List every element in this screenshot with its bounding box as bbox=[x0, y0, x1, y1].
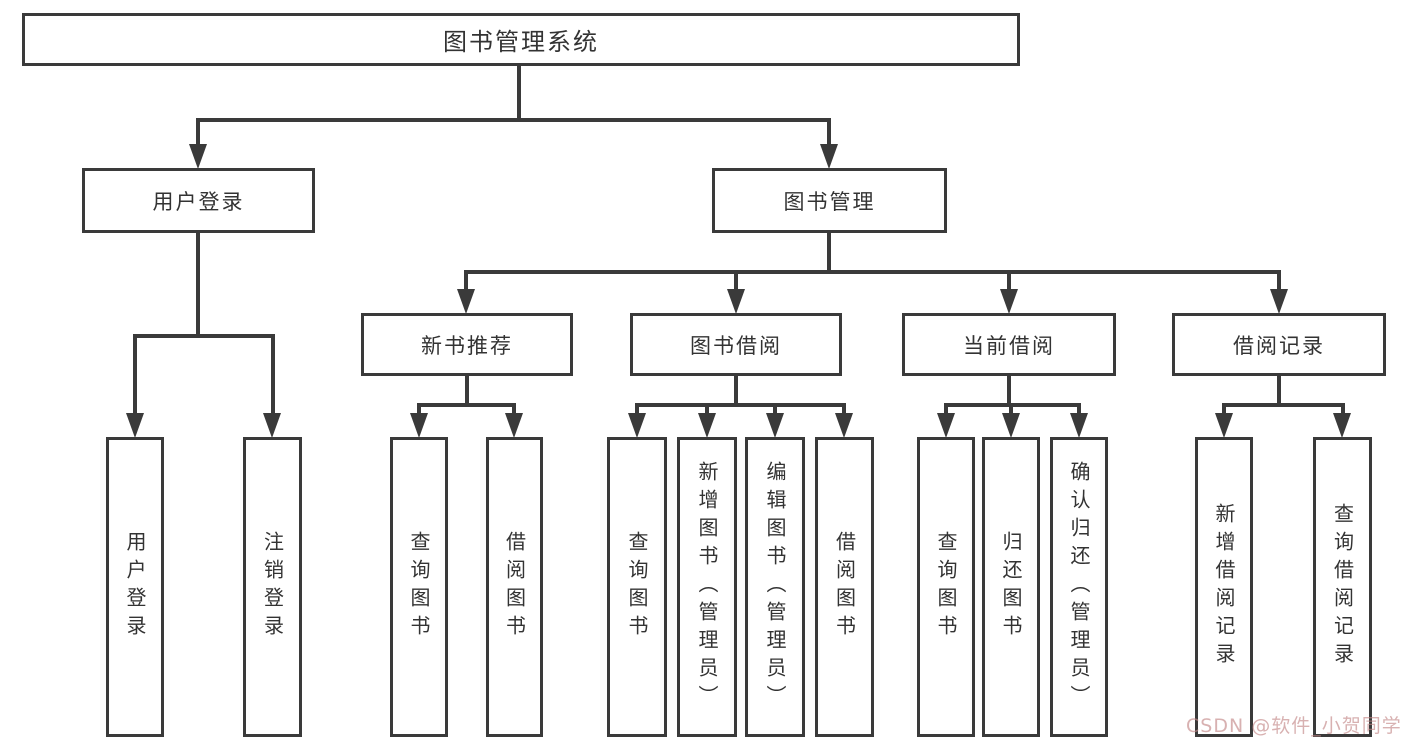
leaf-label: 新增图书（管理员） bbox=[695, 461, 719, 713]
node-book-management: 图书管理 bbox=[712, 168, 947, 233]
leaf-label: 借阅图书 bbox=[502, 531, 527, 643]
leaf-label: 查询图书 bbox=[625, 531, 649, 643]
leaf-label: 借阅图书 bbox=[832, 531, 857, 643]
connector-line bbox=[827, 118, 831, 146]
leaf-label: 注销登录 bbox=[260, 531, 285, 643]
connector-line bbox=[1009, 403, 1013, 416]
arrowhead-down-icon bbox=[698, 413, 716, 438]
connector-line bbox=[1222, 403, 1226, 416]
connector-line bbox=[827, 231, 831, 272]
arrowhead-down-icon bbox=[263, 413, 281, 438]
arrowhead-down-icon bbox=[505, 413, 523, 438]
arrowhead-down-icon bbox=[410, 413, 428, 438]
leaf-confirm-return-admin: 确认归还（管理员） bbox=[1050, 437, 1108, 737]
node-library-system: 图书管理系统 bbox=[22, 13, 1020, 66]
leaf-query-books-current: 查询图书 bbox=[917, 437, 975, 737]
arrowhead-down-icon bbox=[628, 413, 646, 438]
arrowhead-down-icon bbox=[820, 144, 838, 169]
connector-line bbox=[1077, 403, 1081, 416]
arrowhead-down-icon bbox=[126, 413, 144, 438]
leaf-query-books-recommend: 查询图书 bbox=[390, 437, 448, 737]
node-book-borrowing: 图书借阅 bbox=[630, 313, 842, 376]
leaf-label: 编辑图书（管理员） bbox=[763, 461, 787, 713]
leaf-label: 查询图书 bbox=[934, 531, 958, 643]
arrowhead-down-icon bbox=[1270, 289, 1288, 314]
connector-line bbox=[196, 231, 200, 337]
arrowhead-down-icon bbox=[835, 413, 853, 438]
connector-line bbox=[705, 403, 709, 416]
leaf-label: 确认归还（管理员） bbox=[1067, 461, 1091, 713]
connector-line bbox=[1007, 374, 1011, 405]
connector-line bbox=[133, 334, 137, 414]
leaf-label: 查询图书 bbox=[407, 531, 431, 643]
leaf-label: 用户登录 bbox=[123, 531, 147, 643]
connector-line bbox=[635, 403, 639, 416]
connector-line bbox=[1222, 403, 1345, 407]
connector-line bbox=[417, 403, 421, 416]
arrowhead-down-icon bbox=[1002, 413, 1020, 438]
arrowhead-down-icon bbox=[457, 289, 475, 314]
connector-line bbox=[635, 403, 846, 407]
connector-line bbox=[271, 334, 275, 414]
arrowhead-down-icon bbox=[937, 413, 955, 438]
connector-line bbox=[1007, 270, 1011, 290]
connector-line bbox=[133, 334, 275, 338]
arrowhead-down-icon bbox=[1000, 289, 1018, 314]
node-current-borrowing: 当前借阅 bbox=[902, 313, 1116, 376]
arrowhead-down-icon bbox=[1070, 413, 1088, 438]
connector-line bbox=[1277, 270, 1281, 290]
connector-line bbox=[464, 270, 468, 290]
leaf-label: 查询借阅记录 bbox=[1330, 503, 1355, 671]
leaf-borrow-books-recommend: 借阅图书 bbox=[486, 437, 543, 737]
connector-line bbox=[512, 403, 516, 416]
arrowhead-down-icon bbox=[727, 289, 745, 314]
connector-line bbox=[1341, 403, 1345, 416]
connector-line bbox=[734, 270, 738, 290]
node-user-login: 用户登录 bbox=[82, 168, 315, 233]
connector-line bbox=[734, 374, 738, 405]
arrowhead-down-icon bbox=[766, 413, 784, 438]
leaf-borrow-books: 借阅图书 bbox=[815, 437, 874, 737]
connector-line bbox=[417, 403, 516, 407]
connector-line bbox=[842, 403, 846, 416]
leaf-label: 归还图书 bbox=[999, 531, 1023, 643]
connector-line bbox=[1277, 374, 1281, 405]
leaf-return-books: 归还图书 bbox=[982, 437, 1040, 737]
leaf-add-books-admin: 新增图书（管理员） bbox=[677, 437, 737, 737]
connector-line bbox=[773, 403, 777, 416]
connector-line bbox=[196, 118, 200, 146]
node-new-book-recommend: 新书推荐 bbox=[361, 313, 573, 376]
connector-line bbox=[517, 63, 521, 122]
connector-line bbox=[464, 270, 1281, 274]
arrowhead-down-icon bbox=[189, 144, 207, 169]
leaf-label: 新增借阅记录 bbox=[1212, 503, 1236, 671]
connector-line bbox=[196, 118, 831, 122]
connector-line bbox=[944, 403, 948, 416]
leaf-edit-books-admin: 编辑图书（管理员） bbox=[745, 437, 805, 737]
arrowhead-down-icon bbox=[1215, 413, 1233, 438]
watermark: CSDN @软件_小贺同学 bbox=[1186, 715, 1402, 737]
leaf-add-borrow-record: 新增借阅记录 bbox=[1195, 437, 1253, 737]
connector-line bbox=[465, 374, 469, 405]
leaf-query-borrow-record: 查询借阅记录 bbox=[1313, 437, 1372, 737]
arrowhead-down-icon bbox=[1333, 413, 1351, 438]
node-borrowing-records: 借阅记录 bbox=[1172, 313, 1386, 376]
leaf-user-login: 用户登录 bbox=[106, 437, 164, 737]
leaf-logout: 注销登录 bbox=[243, 437, 302, 737]
leaf-query-books-borrow: 查询图书 bbox=[607, 437, 667, 737]
